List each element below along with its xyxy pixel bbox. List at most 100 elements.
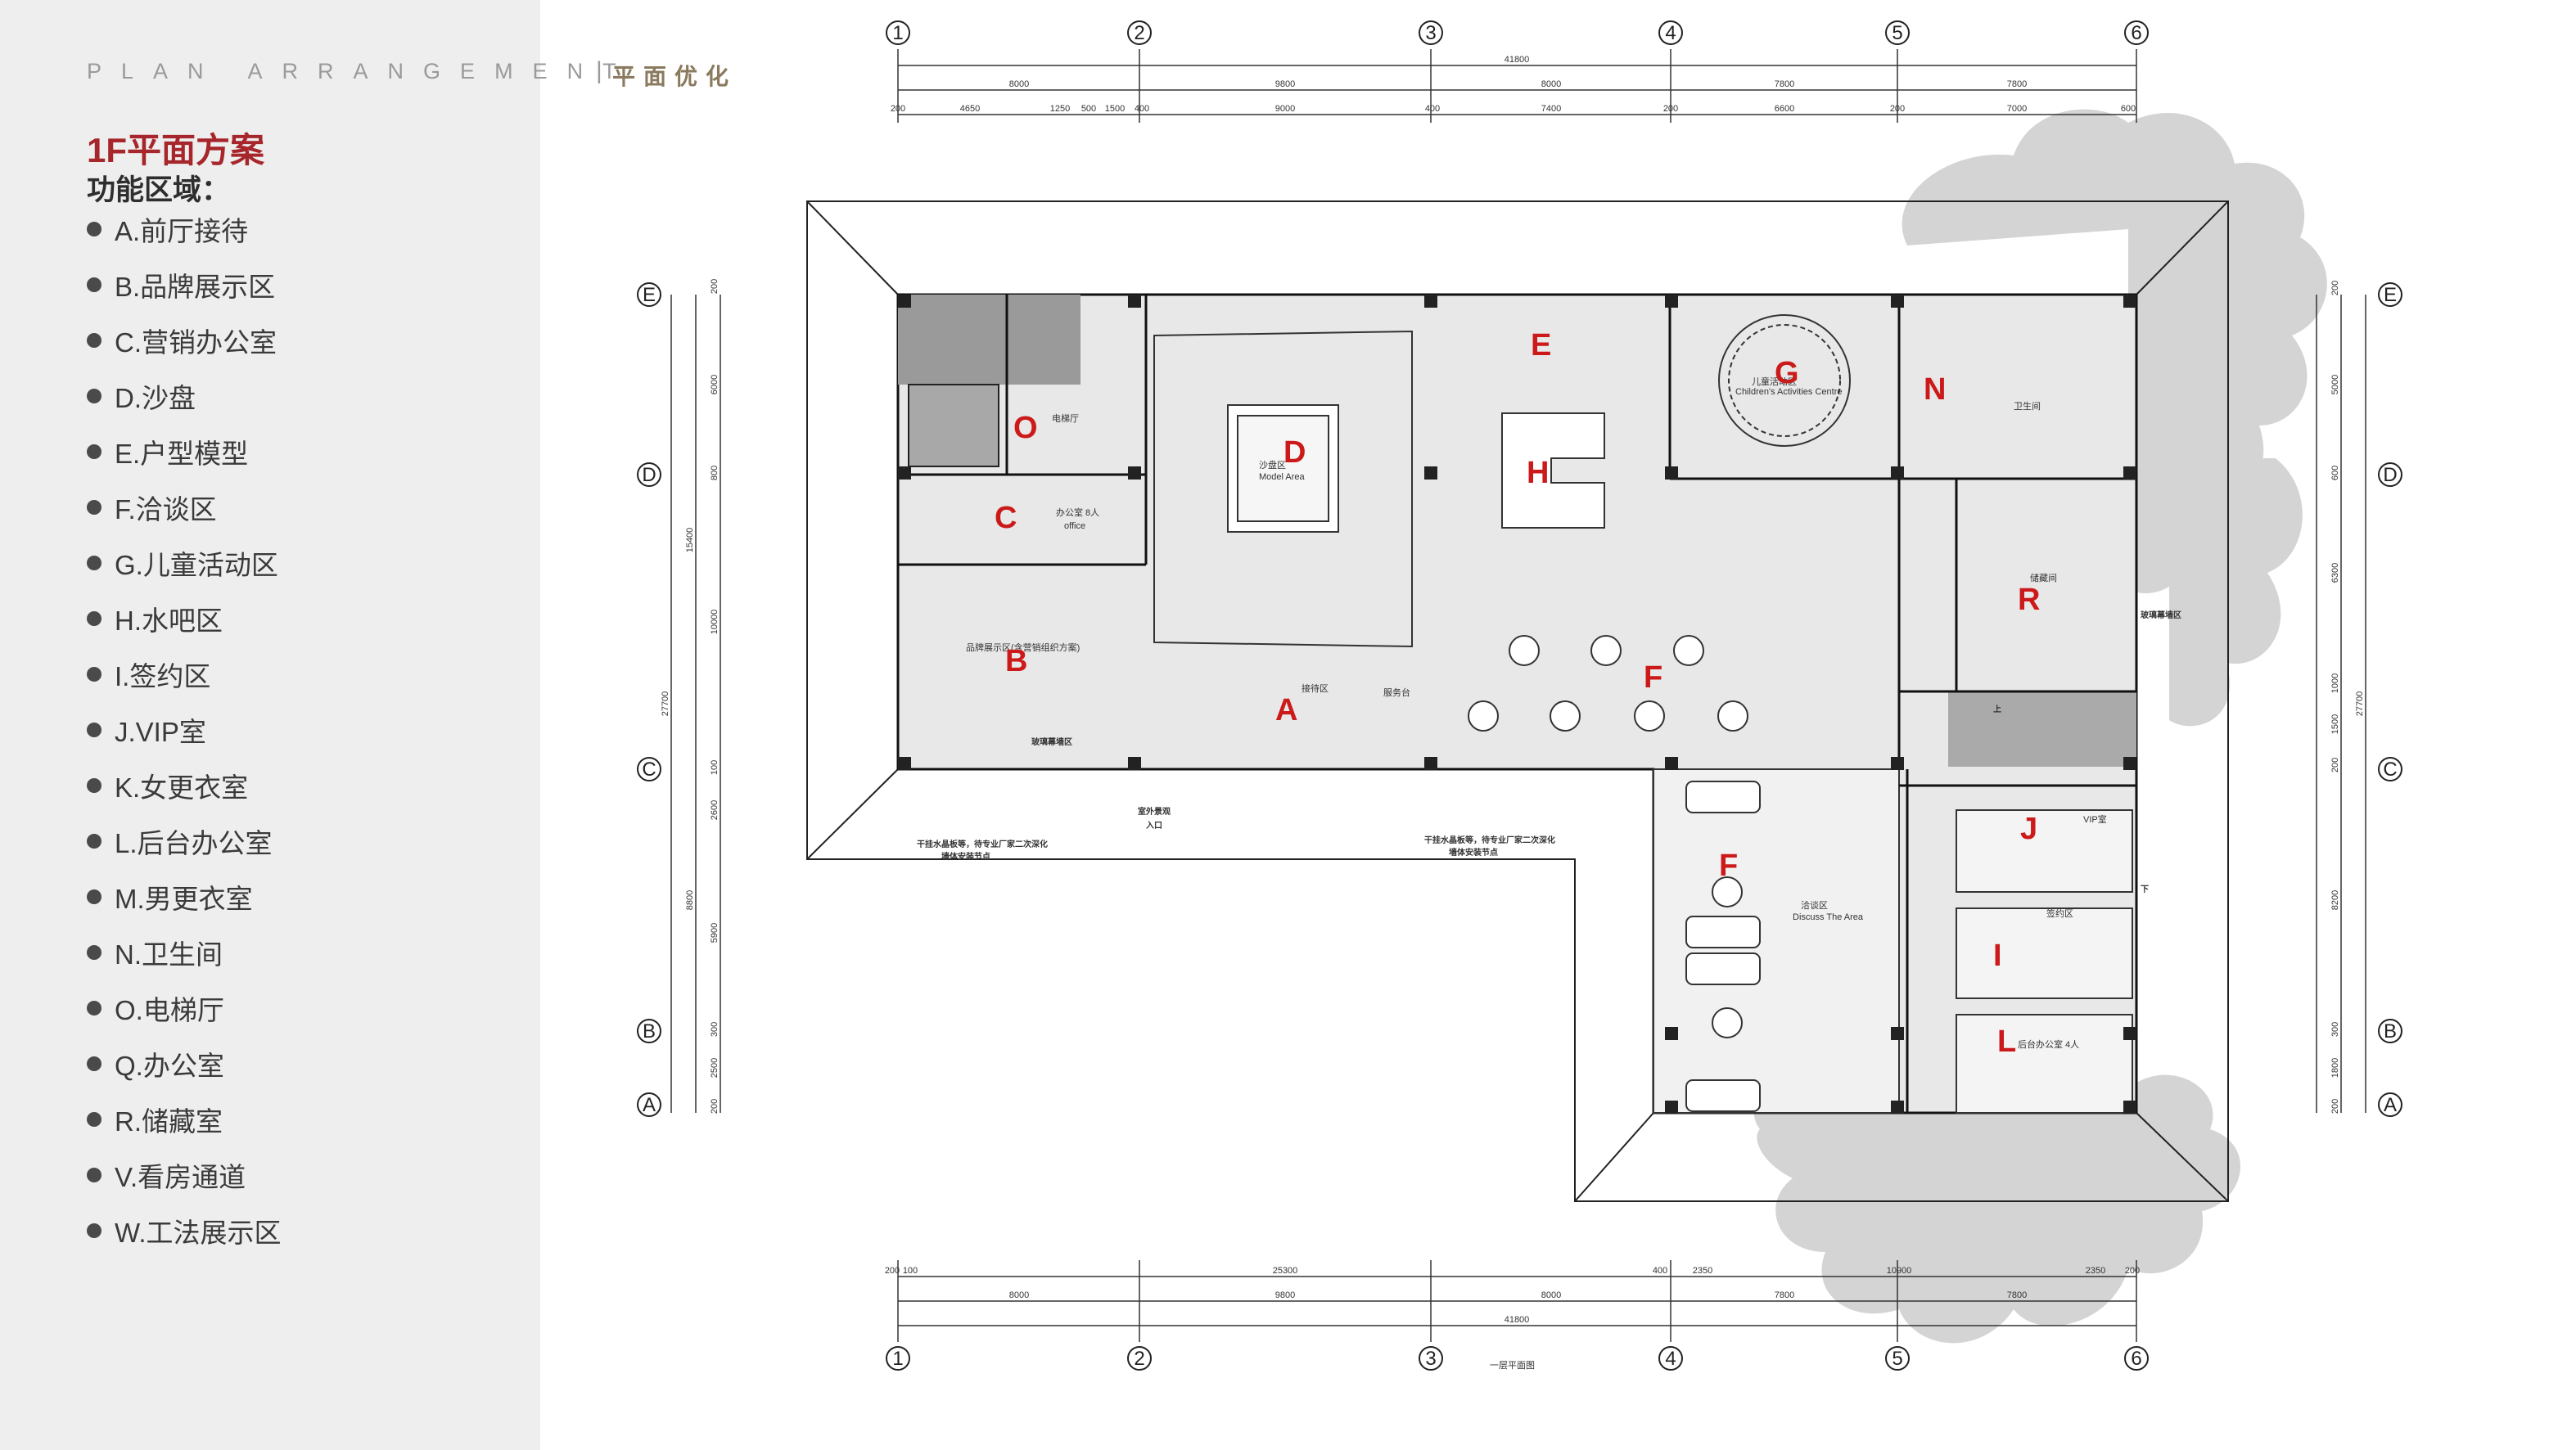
bullet-dot-icon xyxy=(87,277,102,292)
room-note-negotiation: 洽谈区 xyxy=(1801,900,1828,911)
room-note-kids-en: Children's Activities Centre xyxy=(1735,387,1843,397)
room-note-storage: 储藏间 xyxy=(2030,572,2057,583)
dim-bay-top: 9800 xyxy=(1275,79,1295,89)
dim-detail-top: 200 xyxy=(1890,104,1905,114)
grid-col-label: 3 xyxy=(1425,22,1436,44)
terrace-note-right: 干挂水晶板等，待专业厂家二次深化 xyxy=(1424,835,1555,845)
bullet-dot-icon xyxy=(87,222,102,236)
bullet-dot-icon xyxy=(87,1112,102,1127)
room-label-j: J xyxy=(2020,812,2037,846)
bullet-dot-icon xyxy=(87,889,102,904)
room-label-r: R xyxy=(2018,583,2040,617)
dim-detail-bottom: 100 xyxy=(903,1266,918,1276)
grid-col-label: 6 xyxy=(2131,22,2141,44)
bullet-dot-icon xyxy=(87,723,102,737)
bullet-dot-icon xyxy=(87,667,102,682)
terrace-note-left-2: 墙体安装节点 xyxy=(941,851,990,862)
dim-detail-top: 4650 xyxy=(960,104,980,114)
room-label-g: G xyxy=(1775,356,1799,390)
header-separator: | xyxy=(596,57,602,84)
zone-item: C.营销办公室 xyxy=(87,313,282,368)
terrace-note-left: 干挂水晶板等，待专业厂家二次深化 xyxy=(917,839,1048,849)
dimension-lines xyxy=(670,49,2366,1342)
dim-detail-top: 7000 xyxy=(2007,104,2027,114)
grid-row-label: A xyxy=(643,1094,656,1116)
drawing-title: 一层平面图 xyxy=(1490,1360,1535,1371)
dim-detail-top: 400 xyxy=(1135,104,1149,114)
dim-detail-top: 9000 xyxy=(1275,104,1295,114)
header-english-title: PLAN ARRANGEMENT xyxy=(87,59,636,83)
dim-detail-top: 500 xyxy=(1081,104,1096,114)
grid-col-label: 1 xyxy=(892,22,903,44)
dim-detail-left: 300 xyxy=(710,1022,720,1037)
room-note-sand-table-en: Model Area xyxy=(1259,472,1306,482)
bullet-dot-icon xyxy=(87,500,102,515)
dim-detail-left: 800 xyxy=(710,466,720,480)
dim-detail-top: 200 xyxy=(1663,104,1678,114)
grid-row-label: C xyxy=(642,759,656,781)
grid-col-label: 1 xyxy=(892,1348,903,1370)
zone-item: Q.办公室 xyxy=(87,1036,282,1092)
room-label-l: L xyxy=(1997,1024,2016,1059)
dim-detail-right: 300 xyxy=(2330,1022,2340,1037)
room-note-vip: VIP室 xyxy=(2083,813,2107,825)
bullet-dot-icon xyxy=(87,1223,102,1238)
grid-axis-markers xyxy=(637,20,2402,1371)
terrace-note-right-2: 墙体安装节点 xyxy=(1449,847,1498,858)
bullet-dot-icon xyxy=(87,1056,102,1071)
bullet-dot-icon xyxy=(87,556,102,570)
room-note-toilet: 卫生间 xyxy=(2014,400,2041,412)
room-label-b: B xyxy=(1005,644,1027,678)
dim-detail-left: 100 xyxy=(710,760,720,775)
interior-walls xyxy=(898,293,2136,1113)
dim-bay-top: 8000 xyxy=(1009,79,1029,89)
dim-detail-bottom: 200 xyxy=(2125,1266,2140,1276)
bullet-dot-icon xyxy=(87,778,102,793)
dim-detail-right: 200 xyxy=(2330,1099,2340,1114)
room-label-e: E xyxy=(1531,328,1551,362)
room-label-i: I xyxy=(1993,939,2002,973)
room-note-office-en: office xyxy=(1064,521,1085,531)
dim-detail-bottom: 2350 xyxy=(1693,1266,1712,1276)
dim-total-bottom: 41800 xyxy=(1505,1315,1530,1325)
grid-row-label: D xyxy=(642,464,656,486)
dim-detail-bottom: 10900 xyxy=(1887,1266,1912,1276)
dim-detail-top: 200 xyxy=(891,104,905,114)
room-note-service: 服务台 xyxy=(1383,687,1410,698)
zone-item: W.工法展示区 xyxy=(87,1203,282,1259)
up-mark: 上 xyxy=(1993,704,2001,714)
zone-item: I.签约区 xyxy=(87,646,282,702)
header-chinese-title: 平面优化 xyxy=(612,64,738,89)
bullet-dot-icon xyxy=(87,1001,102,1015)
dim-detail-bottom: 2350 xyxy=(2086,1266,2105,1276)
zone-item: N.卫生间 xyxy=(87,925,282,980)
dim-detail-right: 6300 xyxy=(2330,563,2340,583)
room-label-c: C xyxy=(995,501,1017,535)
dim-detail-bottom: 200 xyxy=(885,1266,900,1276)
dim-bay-top: 7800 xyxy=(1775,79,1794,89)
room-note-office: 办公室 8人 xyxy=(1056,507,1099,518)
room-note-elevator-hall: 电梯厅 xyxy=(1052,413,1079,424)
dim-detail-left: 2500 xyxy=(710,1058,720,1078)
room-label-n: N xyxy=(1924,372,1946,407)
dim-mid-left: 8800 xyxy=(685,890,695,910)
dim-detail-top: 1250 xyxy=(1050,104,1070,114)
grid-row-label: E xyxy=(2384,284,2397,306)
room-note-brand: 品牌展示区(含营销组织方案) xyxy=(966,642,1080,653)
room-label-a: A xyxy=(1275,693,1297,727)
grid-col-label: 3 xyxy=(1425,1348,1436,1370)
dim-detail-left: 6000 xyxy=(710,375,720,394)
dim-detail-left: 200 xyxy=(710,1099,720,1114)
zone-item: F.洽谈区 xyxy=(87,480,282,535)
zone-item: H.水吧区 xyxy=(87,591,282,646)
water-bar-counter xyxy=(1501,412,1605,529)
room-note-sign: 签约区 xyxy=(2046,907,2073,919)
zone-item: V.看房通道 xyxy=(87,1147,282,1203)
glass-wall-note-left: 玻璃幕墙区 xyxy=(1031,736,1072,747)
dim-bay-bottom: 7800 xyxy=(1775,1290,1794,1300)
sand-table-area xyxy=(1153,330,1413,648)
zone-list: A.前厅接待 B.品牌展示区 C.营销办公室 D.沙盘 E.户型模型 F.洽谈区… xyxy=(87,201,282,1259)
dim-detail-right: 200 xyxy=(2330,281,2340,295)
dim-detail-top: 1500 xyxy=(1105,104,1125,114)
dim-detail-right: 600 xyxy=(2330,466,2340,480)
